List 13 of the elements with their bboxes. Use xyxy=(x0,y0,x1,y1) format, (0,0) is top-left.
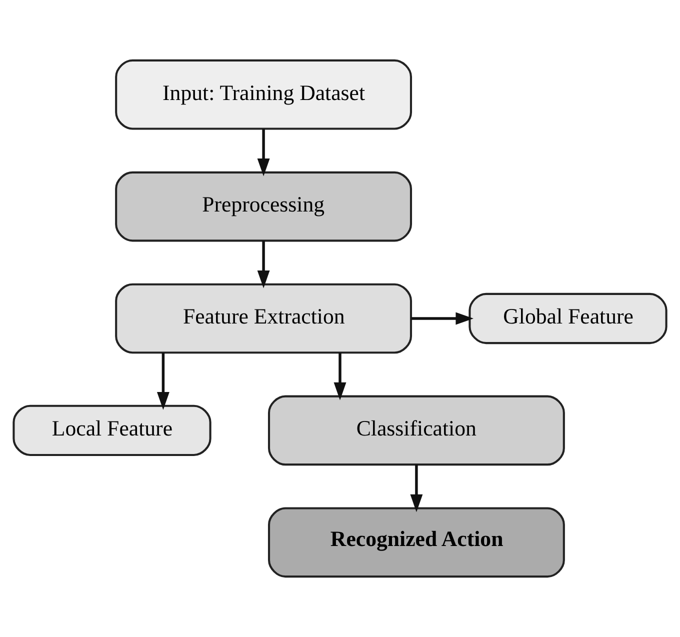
arrow xyxy=(257,240,270,288)
arrow xyxy=(156,352,170,410)
arrow xyxy=(411,312,474,325)
node-box: Input: Training Dataset xyxy=(115,59,412,130)
arrow xyxy=(257,128,270,176)
node-box: Classification xyxy=(268,395,565,466)
node-box: Local Feature xyxy=(12,404,212,456)
arrow xyxy=(410,464,423,512)
node-box: Feature Extraction xyxy=(115,283,412,354)
node-box: Recognized Action xyxy=(268,507,565,578)
node-box: Preprocessing xyxy=(115,171,412,242)
arrow xyxy=(334,352,346,400)
node-box: Global Feature xyxy=(468,292,668,344)
